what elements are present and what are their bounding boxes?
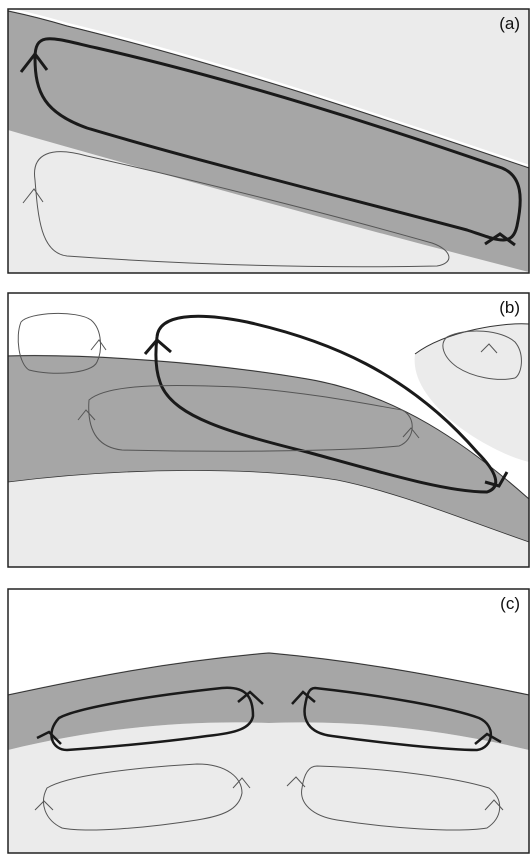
panel-c-light-layer: [8, 722, 529, 853]
panel-b-label: (b): [499, 298, 520, 318]
panel-c: (c): [7, 588, 530, 854]
panel-a: (a): [7, 8, 530, 274]
panel-b: (b): [7, 292, 530, 568]
panel-a-diagram: [7, 8, 530, 274]
panel-a-label: (a): [499, 14, 520, 34]
panel-c-label: (c): [500, 594, 520, 614]
panel-b-diagram: [7, 292, 530, 568]
panel-c-diagram: [7, 588, 530, 854]
